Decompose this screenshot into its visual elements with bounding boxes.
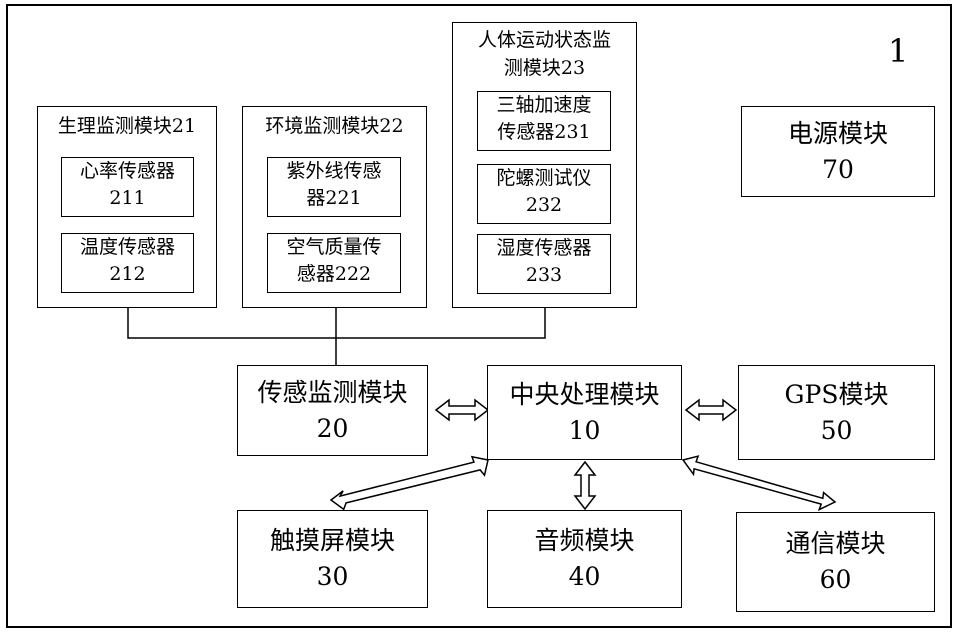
cpu-module-box: 中央处理模块 10 (487, 365, 682, 460)
sensing-module-box: 传感监测模块 20 (237, 365, 428, 456)
audio-module-name: 音频模块 (534, 523, 634, 559)
gps-module-name: GPS模块 (785, 377, 889, 413)
cpu-audio-double-arrow (575, 462, 595, 509)
audio-module-box: 音频模块 40 (487, 510, 682, 608)
sensing-module-name: 传感监测模块 (257, 375, 407, 411)
sensing-cpu-double-arrow (436, 400, 488, 420)
gps-module-box: GPS模块 50 (738, 365, 935, 460)
comm-module-box: 通信模块 60 (736, 512, 935, 612)
touchscreen-module-name: 触摸屏模块 (270, 523, 395, 559)
cpu-module-name: 中央处理模块 (509, 377, 659, 413)
comm-module-name: 通信模块 (785, 526, 885, 562)
touchscreen-module-id: 30 (317, 559, 349, 595)
cpu-module-id: 10 (569, 413, 601, 449)
gps-module-id: 50 (821, 413, 853, 449)
sensing-module-id: 20 (317, 411, 349, 447)
cpu-comm-double-arrow (683, 456, 835, 509)
touchscreen-module-box: 触摸屏模块 30 (237, 510, 428, 608)
audio-module-id: 40 (569, 559, 601, 595)
comm-module-id: 60 (820, 562, 852, 598)
cpu-touch-double-arrow (331, 457, 488, 510)
cpu-gps-double-arrow (686, 400, 736, 420)
